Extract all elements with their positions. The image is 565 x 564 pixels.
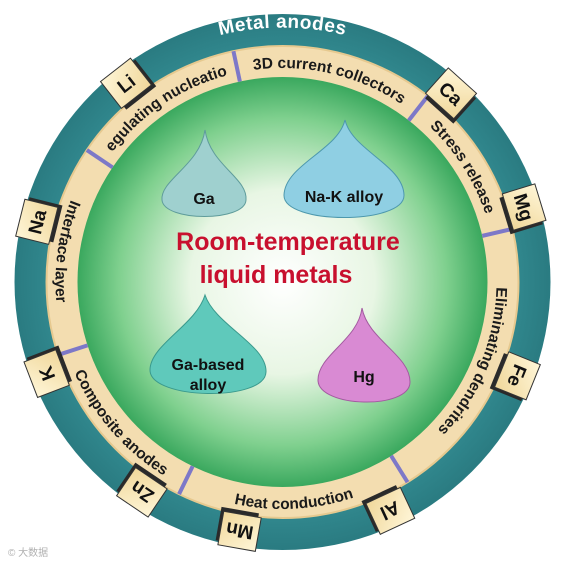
droplet-label: Hg [353,369,374,386]
element-tile-k: K [23,345,73,399]
ring-dividers [57,50,513,495]
ring-divider [85,148,114,170]
element-symbol: Mn [224,517,255,542]
droplet-ga-based-alloy: Ga-based alloy [149,293,267,394]
droplet-label: Na-K alloy [305,189,383,206]
droplet-label: alloy [190,377,227,394]
ring-divider [57,343,89,357]
element-tile-fe: Fe [489,351,541,402]
element-tile-al: Al [361,485,416,535]
droplet-label: Ga-based [172,357,245,374]
element-tile-mn: Mn [215,506,262,552]
element-tile-mg: Mg [499,183,547,235]
element-tile-ca: Ca [424,67,478,124]
ring-divider [389,454,410,484]
droplet-hg: Hg [317,307,411,403]
droplet-na-k-alloy: Na-K alloy [283,119,405,218]
watermark: © 大数据 [8,546,48,559]
ring-divider [407,94,430,122]
center-title-line-1: Room-temperature [176,228,400,256]
droplet-ga: Ga [161,129,247,217]
ring-divider [177,465,195,495]
center-title-line-2: liquid metals [200,261,353,289]
element-tile-zn: Zn [115,462,168,518]
ring-divider [481,226,513,238]
droplet-label: Ga [193,191,214,208]
ring-divider [231,50,242,82]
element-tile-li: Li [99,57,157,110]
element-tile-na: Na [15,197,63,245]
